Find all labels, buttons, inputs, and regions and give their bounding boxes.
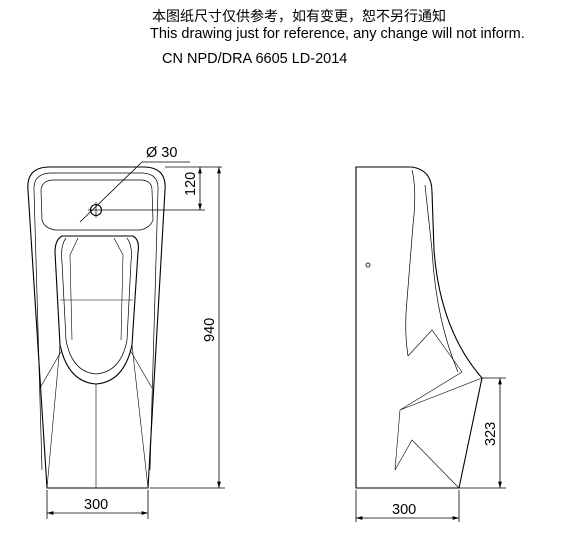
model-code: CN NPD/DRA 6605 LD-2014 — [162, 51, 348, 67]
dim-outlet-height-lines — [459, 377, 506, 489]
front-outline — [27, 166, 166, 489]
note-english: This drawing just for reference, any cha… — [150, 26, 525, 42]
note-chinese: 本图纸尺寸仅供参考，如有变更，恕不另行通知 — [152, 9, 446, 25]
dim-side-depth: 300 — [392, 502, 416, 518]
side-inner-back — [405, 169, 416, 357]
side-lower-facets — [394, 329, 483, 489]
dim-height-lines — [150, 167, 225, 489]
side-mount-hole — [365, 262, 371, 268]
diameter-leader — [79, 161, 143, 223]
dim-hole-offset: 120 — [183, 172, 199, 196]
dim-hole-offset-lines — [104, 166, 222, 211]
front-bowl-outer — [54, 235, 139, 385]
front-bowl-back — [69, 237, 124, 341]
side-view — [355, 166, 483, 489]
dim-side-depth-lines — [355, 490, 460, 522]
front-hood — [40, 179, 154, 231]
front-bowl-inner — [61, 237, 132, 375]
dim-front-width: 300 — [84, 497, 108, 513]
front-facets — [39, 344, 153, 489]
side-inner-flank — [424, 184, 459, 373]
front-view — [27, 161, 190, 489]
side-outline — [355, 166, 483, 489]
dim-outlet-height: 323 — [483, 422, 499, 446]
dim-front-width-lines — [46, 490, 149, 519]
dim-height: 940 — [202, 318, 218, 342]
front-rim-line — [33, 172, 159, 471]
dim-hole-diameter: Ø 30 — [146, 145, 177, 161]
